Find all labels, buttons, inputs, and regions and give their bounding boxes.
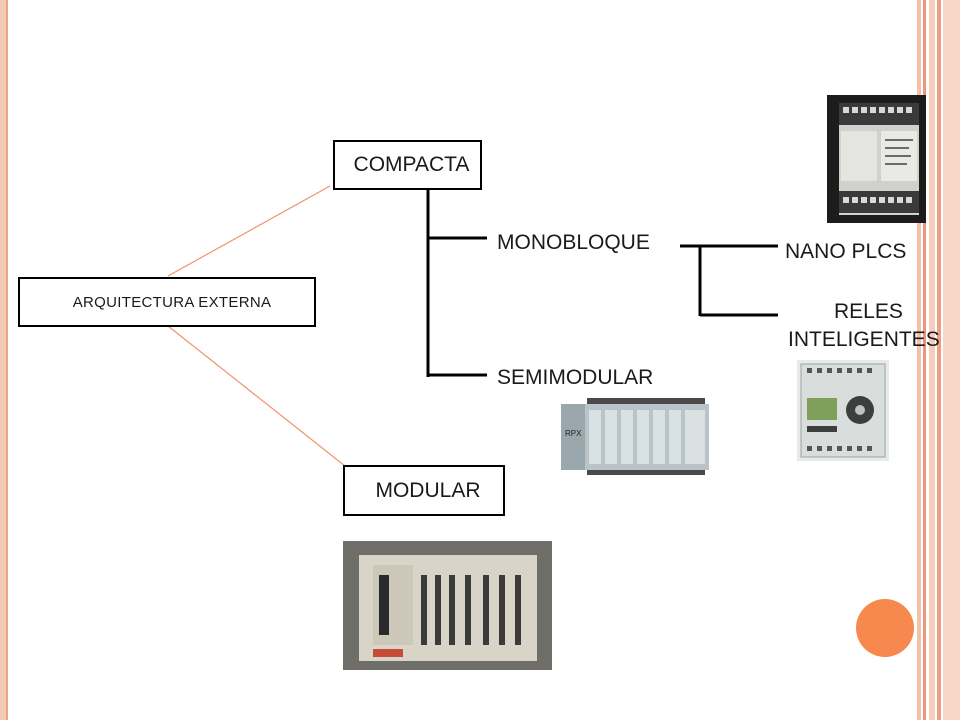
semimodular-plc-illustration: RPX [561,398,709,475]
semimodular-plc-photo: RPX [557,392,711,478]
monobloque-label: MONOBLOQUE [497,231,650,254]
nano-plc-illustration [839,103,919,215]
right-border-stripe [937,0,941,720]
connector-root-compacta [167,185,331,277]
right-border-stripe [943,0,960,720]
nano-plc-photo [827,95,926,223]
left-border-line [6,0,8,720]
smart-relay-photo [797,360,889,461]
modular-node-box: MODULAR [343,465,505,516]
svg-text:RPX: RPX [565,429,582,438]
left-border-stripe [0,0,6,720]
modular-node-label: MODULAR [375,478,481,502]
connector-root-modular [167,325,346,467]
modular-plc-photo [343,541,552,670]
nano-plcs-label: NANO PLCS [785,240,907,263]
compacta-node-label: COMPACTA [353,153,470,176]
right-border-stripe [923,0,926,720]
semimodular-label: SEMIMODULAR [497,366,654,389]
reles-label-line2: INTELIGENTES [788,328,940,351]
smart-relay-illustration [800,363,886,458]
orange-accent-circle [856,599,914,657]
right-border-stripe [917,0,921,720]
right-border-stripe [929,0,935,720]
reles-label-line1: RELES [834,300,903,323]
root-node-label: ARQUITECTURA EXTERNA [72,293,272,311]
compacta-node-box: COMPACTA [333,140,482,190]
modular-plc-illustration [343,541,552,670]
root-node-box: ARQUITECTURA EXTERNA [18,277,316,327]
